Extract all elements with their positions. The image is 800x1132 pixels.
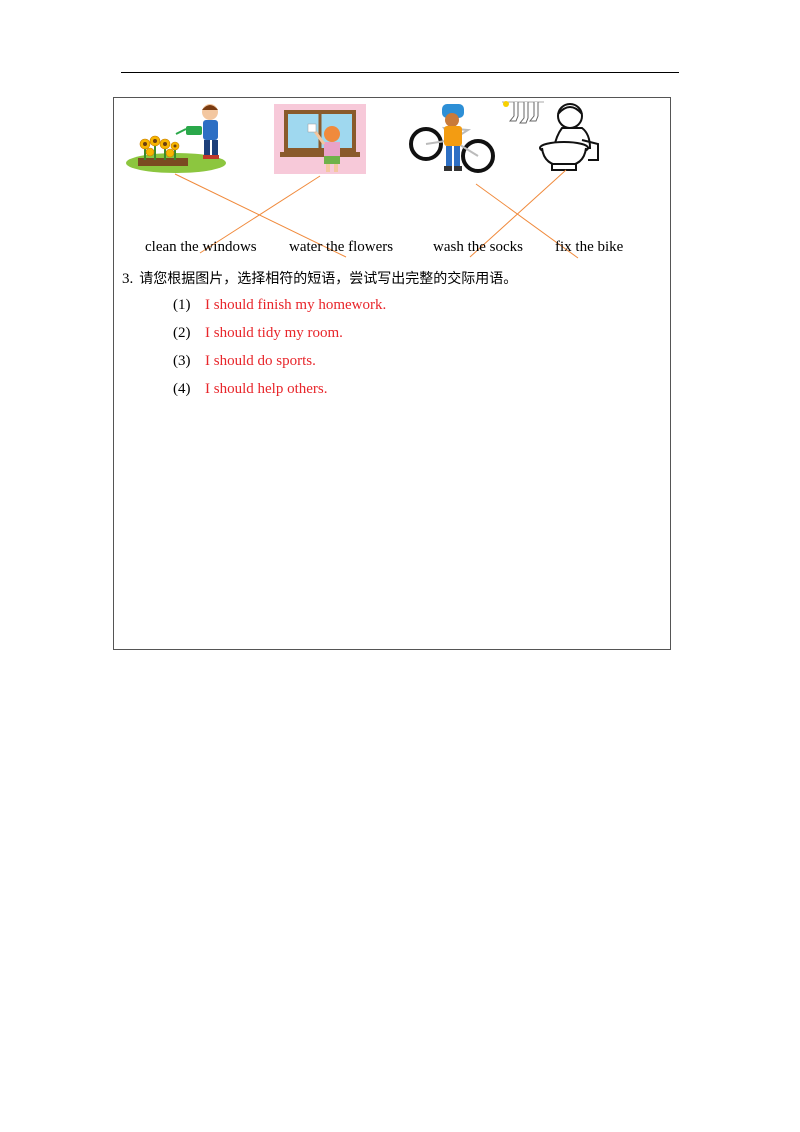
answer-item: (4) I should help others.: [173, 381, 327, 398]
answer-text: I should help others.: [205, 381, 328, 397]
answer-number: (4): [173, 381, 191, 397]
answer-number: (1): [173, 297, 191, 313]
header-rule: [121, 72, 679, 73]
phrase-clean-windows: clean the windows: [145, 239, 257, 255]
answer-box: [113, 97, 671, 650]
match-line-socks: [469, 169, 567, 258]
phrase-wash-socks: wash the socks: [433, 239, 523, 255]
answer-text: I should tidy my room.: [205, 325, 343, 341]
phrase-fix-bike: fix the bike: [555, 239, 624, 255]
question-number: 3.: [122, 271, 134, 287]
phrase-water-flowers: water the flowers: [289, 239, 394, 255]
boy-fixing-bike-image: [409, 104, 495, 173]
boy-washing-socks-image: [502, 101, 599, 171]
boy-watering-flowers-image: [126, 104, 226, 173]
girl-cleaning-window-image: [274, 104, 366, 174]
answer-item: (3) I should do sports.: [173, 353, 316, 370]
answer-item: (2) I should tidy my room.: [173, 325, 343, 342]
match-line-flowers: [174, 173, 347, 258]
answer-item: (1) I should finish my homework.: [173, 297, 386, 314]
question-3: 3. 请您根据图片，选择相符的短语，尝试写出完整的交际用语。: [122, 268, 517, 288]
answer-text: I should do sports.: [205, 353, 316, 369]
answer-number: (2): [173, 325, 191, 341]
answer-number: (3): [173, 353, 191, 369]
answer-text: I should finish my homework.: [205, 297, 387, 313]
question-text: 请您根据图片，选择相符的短语，尝试写出完整的交际用语。: [139, 271, 518, 287]
match-line-windows: [199, 175, 321, 254]
match-line-bike: [475, 183, 579, 259]
